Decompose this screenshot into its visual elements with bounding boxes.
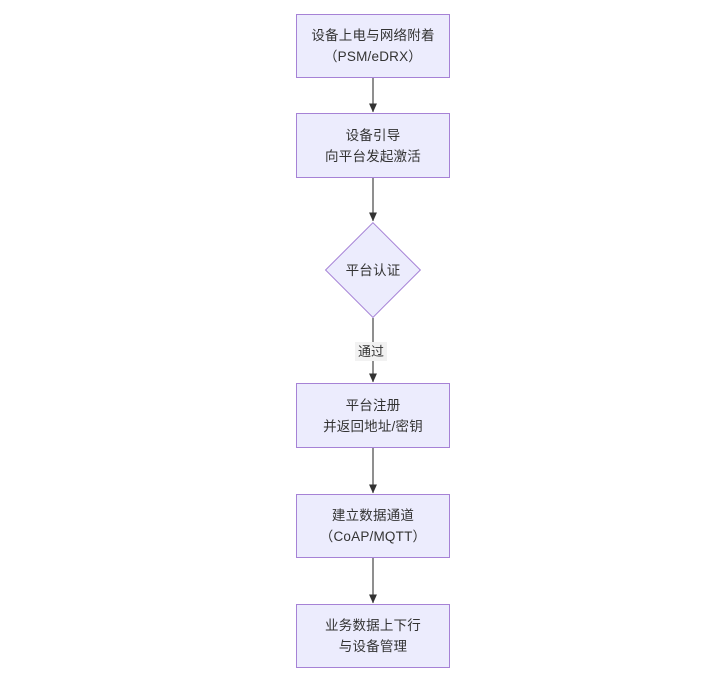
flow-node-n5-line1: 建立数据通道 xyxy=(331,508,415,523)
flow-node-device-power-on[interactable]: 设备上电与网络附着 （PSM/eDRX） xyxy=(296,14,450,78)
flow-node-n4-line2: 并返回地址/密钥 xyxy=(323,418,423,434)
flow-node-n1-line1: 设备上电与网络附着 xyxy=(311,28,435,43)
flow-node-platform-register[interactable]: 平台注册 并返回地址/密钥 xyxy=(296,383,450,448)
flow-node-platform-auth-decision[interactable]: 平台认证 xyxy=(325,222,421,318)
flow-node-n2-line2: 向平台发起激活 xyxy=(325,148,421,164)
flow-node-n5-line2: （CoAP/MQTT） xyxy=(319,529,427,544)
flow-node-n6-line1: 业务数据上下行 xyxy=(325,618,421,633)
flow-node-n2-line1: 设备引导 xyxy=(345,127,401,143)
edge-label-pass: 通过 xyxy=(355,342,388,361)
flow-node-business-data-and-device-mgmt[interactable]: 业务数据上下行 与设备管理 xyxy=(296,604,450,668)
flow-node-n6-line2: 与设备管理 xyxy=(338,639,408,654)
flow-node-n4-line1: 平台注册 xyxy=(345,397,401,413)
flow-node-device-bootstrap[interactable]: 设备引导 向平台发起激活 xyxy=(296,113,450,178)
flow-node-establish-data-channel[interactable]: 建立数据通道 （CoAP/MQTT） xyxy=(296,494,450,558)
flow-node-n1-line2: （PSM/eDRX） xyxy=(323,49,423,64)
flow-node-n3-label: 平台认证 xyxy=(345,262,401,278)
